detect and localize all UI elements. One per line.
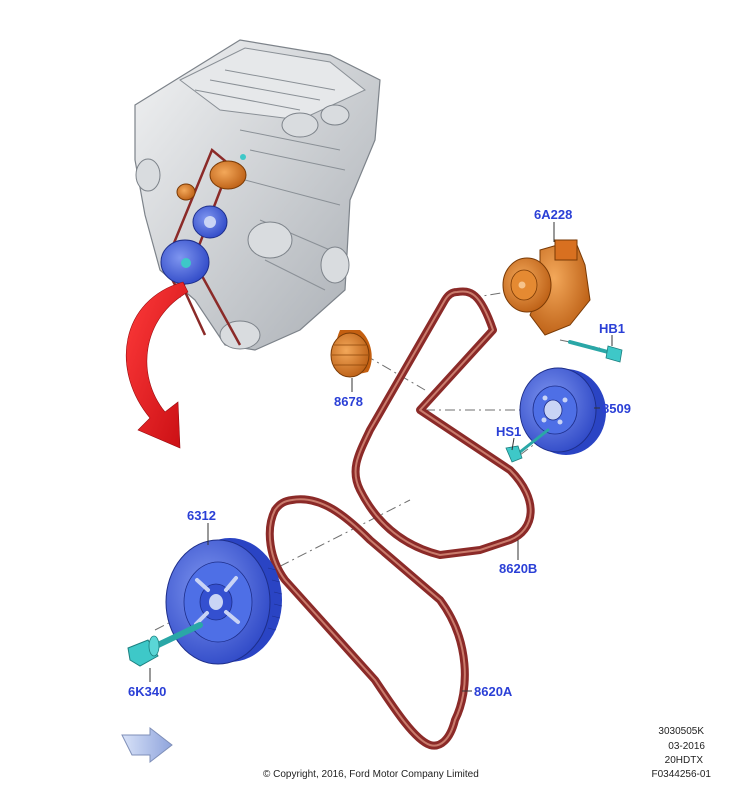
label-8678: 8678 (334, 394, 363, 409)
ref-code: 3030505K (658, 726, 704, 737)
water-pump-pulley-8509 (519, 367, 606, 455)
label-hs1: HS1 (496, 424, 522, 439)
date-code: 03-2016 (668, 741, 705, 752)
engine-code: 20HDTX (664, 755, 703, 766)
engine-illustration (134, 39, 381, 351)
idler-pulley-8678 (330, 330, 372, 378)
copyright-notice: © Copyright, 2016, Ford Motor Company Li… (263, 769, 479, 780)
label-6k340: 6K340 (128, 684, 167, 699)
callout-leaders (149, 222, 613, 692)
engine-tensioner-mini (176, 154, 247, 201)
view-orientation-icon (121, 726, 173, 764)
label-6a228: 6A228 (534, 207, 573, 222)
bolt-6k340 (127, 622, 203, 667)
label-8620b: 8620B (499, 561, 538, 576)
engine-pulleys-mini (160, 205, 228, 285)
tensioner-6a228 (502, 239, 591, 336)
figure-id: F0344256-01 (651, 769, 712, 780)
direction-arrow (125, 281, 189, 449)
label-hb1: HB1 (599, 321, 626, 336)
belt-8620a (265, 495, 469, 750)
belt-8620b (351, 287, 535, 559)
bolt-hb1 (568, 340, 623, 363)
label-8509: 8509 (602, 401, 631, 416)
label-8620a: 8620A (474, 684, 513, 699)
label-6312: 6312 (187, 508, 216, 523)
crankshaft-pulley-6312 (165, 538, 283, 665)
screw-hs1 (505, 428, 550, 463)
